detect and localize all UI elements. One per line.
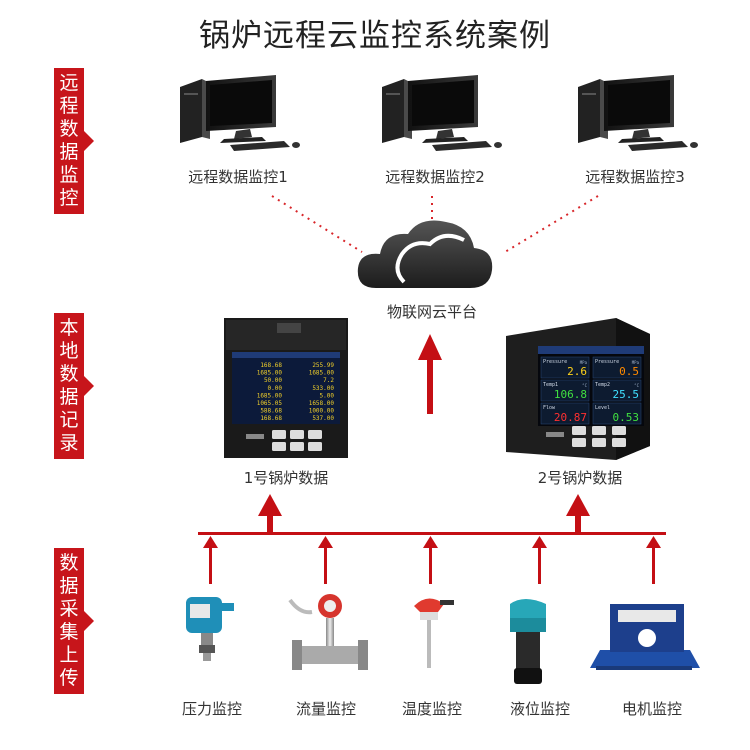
monitor-3-label: 远程数据监控3: [585, 168, 685, 186]
monitor-2-label: 远程数据监控2: [385, 168, 485, 186]
side-label-collect: 数据采集上传: [54, 548, 94, 694]
recorder-2-cell-unit: °C: [634, 383, 639, 388]
remote-monitor-2: [382, 75, 502, 151]
side-label-local-text: 本地数据记录: [59, 317, 79, 454]
recorder-2-cell-value: 0.53: [613, 411, 640, 424]
recorder-2-cell-value: 0.5: [619, 365, 639, 378]
recorder-2-cell-unit: °C: [582, 383, 587, 388]
recorder-1-value: 7.2: [323, 377, 334, 384]
side-label-collect-text: 数据采集上传: [59, 552, 79, 689]
cloud-label: 物联网云平台: [386, 303, 477, 321]
recorder-1-value: 1065.05: [257, 400, 283, 407]
sensor-bus: [198, 494, 666, 584]
sensor-label-motor: 电机监控: [621, 700, 682, 718]
recorder-1-value: 533.00: [312, 385, 334, 392]
bus-line: [198, 532, 666, 535]
recorder-2-cell: [592, 402, 642, 425]
recorder-1-value: 1658.00: [309, 400, 335, 407]
recorder-2-label: 2号锅炉数据: [537, 469, 623, 487]
recorder-2-cell-value: 20.87: [554, 411, 587, 424]
recorder-2-cell: [592, 379, 642, 402]
recorder-2-cell-name: Pressure: [543, 359, 567, 365]
recorder-2-cell: [540, 402, 590, 425]
recorder-2-cell-name: Flow: [543, 405, 556, 411]
recorder-1-value: 0.00: [268, 385, 283, 392]
recorder-2-cell-name: Pressure: [595, 359, 619, 365]
connector-monitor-3: [504, 195, 599, 253]
recorder-2-cell-value: 2.6: [567, 365, 587, 378]
recorder-1-value: 1000.00: [309, 408, 335, 415]
recorder-1-value: 168.68: [260, 415, 282, 422]
dotted-connectors: [271, 195, 599, 253]
flowmeter-icon: [288, 594, 368, 670]
recorder-2-cell-name: Temp2: [595, 382, 610, 388]
arrow-up-to-cloud: [418, 334, 442, 414]
page-title: 锅炉远程云监控系统案例: [199, 18, 551, 54]
cloud-icon: [357, 220, 493, 288]
recorder-2-cell: [592, 356, 642, 379]
sensor-arrows-up: [203, 536, 661, 584]
remote-monitor-3: [578, 75, 698, 151]
recorder-2-cell: [540, 356, 590, 379]
remote-monitor-1: [180, 75, 300, 151]
recorder-2-cell-value: 106.8: [554, 388, 587, 401]
recorder-2-cell-value: 25.5: [613, 388, 640, 401]
recorder-2-cell-unit: MPa: [580, 360, 588, 365]
side-label-remote: 远程数据监控: [54, 68, 94, 214]
pressure-transmitter-icon: [186, 597, 234, 661]
sensor-label-temperature: 温度监控: [401, 700, 462, 718]
recorder-1-value: 5.00: [320, 392, 335, 399]
recorder-1-value: 1685.00: [257, 370, 283, 377]
recorder-2-cell: [540, 379, 590, 402]
side-label-remote-text: 远程数据监控: [59, 72, 79, 209]
sensor-label-level: 液位监控: [509, 700, 570, 718]
recorder-1-value: 1685.00: [309, 370, 335, 377]
recorder-1-value: 1685.00: [257, 392, 283, 399]
connector-monitor-1: [271, 195, 363, 253]
recorder-2-cell-unit: MPa: [632, 360, 640, 365]
recorder-1-value: 50.00: [264, 377, 282, 384]
recorder-1-value: 537.00: [312, 415, 334, 422]
current-sensor-icon: [590, 604, 700, 670]
recorder-1-value: 168.68: [260, 362, 282, 369]
monitor-1-label: 远程数据监控1: [188, 168, 288, 186]
side-label-local: 本地数据记录: [54, 313, 94, 459]
recorder-2-cell-name: Level: [595, 405, 610, 411]
recorder-1-value: 255.99: [312, 362, 334, 369]
recorder-2-cell-name: Temp1: [543, 382, 558, 388]
level-sensor-icon: [510, 599, 546, 684]
recorder-1-value: 588.68: [260, 408, 282, 415]
sensor-label-pressure: 压力监控: [181, 700, 242, 718]
temperature-sensor-icon: [414, 598, 454, 668]
sensor-label-flow: 流量监控: [295, 700, 356, 718]
recorder-1-label: 1号锅炉数据: [243, 469, 329, 487]
bus-arrows-up: [258, 494, 590, 532]
